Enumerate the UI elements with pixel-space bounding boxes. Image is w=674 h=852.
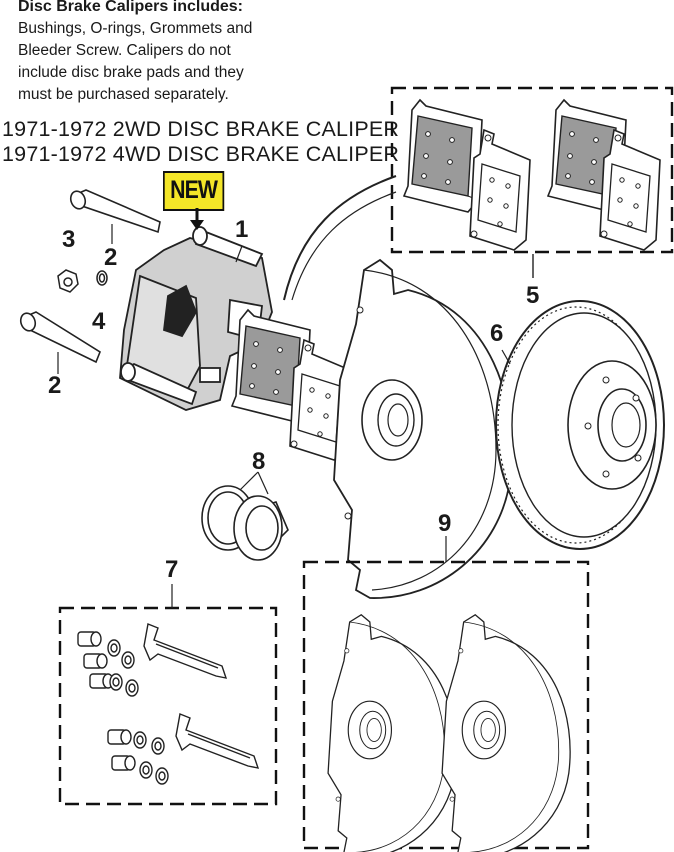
- heading-2wd: 1971-1972 2WD DISC BRAKE CALIPER: [2, 117, 400, 141]
- callout-3: 3: [62, 226, 76, 253]
- callout-7: 7: [165, 556, 179, 583]
- note-line-2: Bleeder Screw. Calipers do not: [18, 42, 231, 59]
- callout-2-upper: 2: [104, 244, 118, 271]
- callout-5: 5: [526, 282, 540, 309]
- callout-4: 4: [92, 308, 106, 335]
- note-line-3: include disc brake pads and they: [18, 64, 244, 81]
- callout-6: 6: [490, 320, 504, 347]
- note-title: Disc Brake Calipers includes:: [18, 0, 243, 15]
- callout-2-lower: 2: [48, 372, 62, 399]
- new-badge: NEW: [163, 171, 225, 211]
- callout-8: 8: [252, 448, 266, 475]
- callout-1: 1: [235, 216, 249, 243]
- note-line-1: Bushings, O-rings, Grommets and: [18, 20, 253, 37]
- callout-9: 9: [438, 510, 452, 537]
- note-line-4: must be purchased separately.: [18, 86, 229, 103]
- heading-4wd: 1971-1972 4WD DISC BRAKE CALIPER: [2, 142, 400, 166]
